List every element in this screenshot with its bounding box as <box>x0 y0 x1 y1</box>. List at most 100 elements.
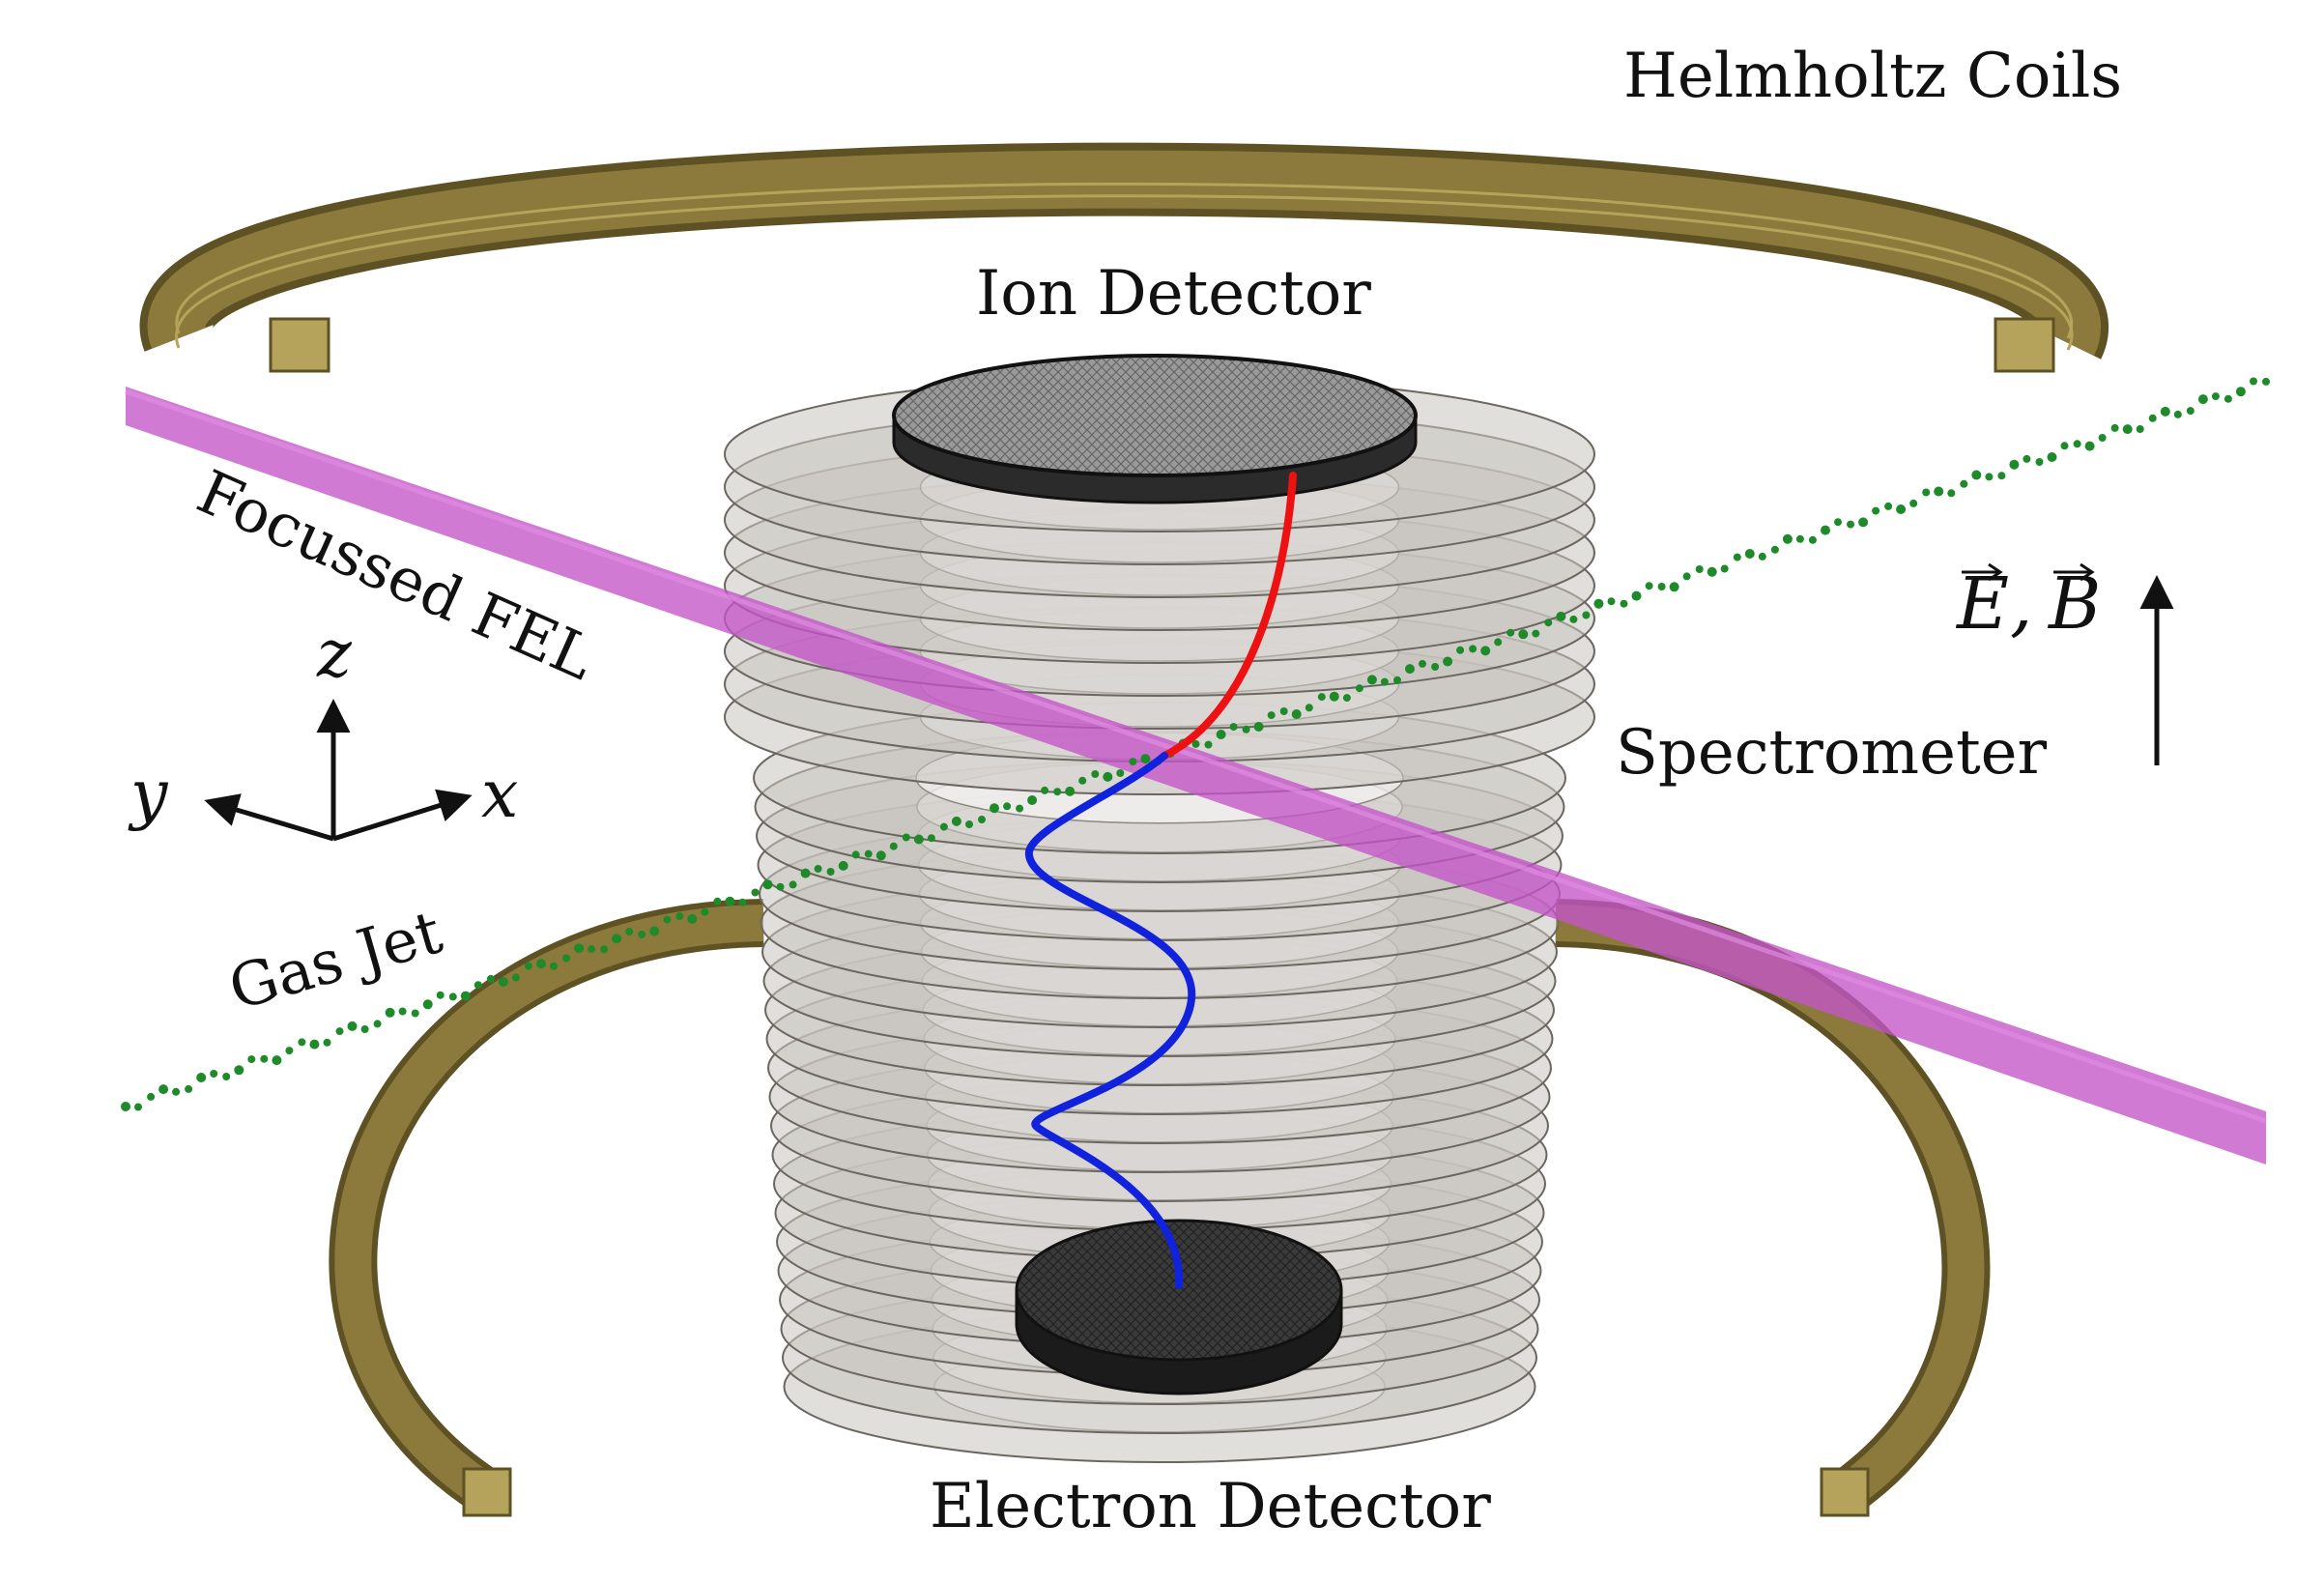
gas-jet-dot <box>1544 618 1553 627</box>
gas-jet-dot <box>600 945 609 954</box>
helmholtz-coils-label: Helmholtz Coils <box>1623 41 2122 112</box>
gas-jet-dot <box>2148 414 2157 422</box>
gas-jet-dot <box>1053 788 1062 796</box>
gas-jet-dot <box>2262 377 2270 386</box>
gas-jet-dot <box>411 1009 419 1018</box>
gas-jet-dot <box>298 1038 306 1047</box>
gas-jet-dot <box>1204 740 1213 749</box>
gas-jet-dot <box>776 882 785 891</box>
gas-jet-dot <box>1808 535 1817 544</box>
gas-jet-dot <box>1997 472 2006 480</box>
gas-jet-dot <box>875 850 886 861</box>
gas-jet-dot <box>1569 615 1578 623</box>
gas-jet-dot <box>1443 656 1453 667</box>
gas-jet-dot <box>789 880 797 889</box>
gas-jet-dot <box>498 977 508 987</box>
gas-jet-dot <box>1657 583 1666 590</box>
gas-jet-dot <box>121 1102 130 1111</box>
gas-jet-dot <box>2023 454 2031 463</box>
spectrometer-plates <box>724 376 1595 1463</box>
gas-jet-dot <box>1620 599 1628 608</box>
x-axis-arrow <box>332 789 473 842</box>
gas-jet-dot <box>2235 387 2246 397</box>
field-sep: , <box>2010 562 2033 646</box>
gas-jet-dot <box>1242 725 1250 733</box>
gas-jet-dot <box>1103 771 1113 782</box>
gas-jet-dot <box>1091 770 1100 778</box>
gas-jet-dot <box>285 1047 294 1055</box>
gas-jet-dot <box>172 1087 181 1096</box>
gas-jet-dot <box>536 959 546 969</box>
axis-z-label: z <box>316 617 353 693</box>
gas-jet-dot <box>889 842 898 850</box>
gas-jet-dot <box>1682 572 1691 581</box>
gas-jet-dot <box>486 974 495 983</box>
gas-jet-dot <box>309 1039 320 1050</box>
gas-jet-dot <box>1003 802 1012 811</box>
gas-jet-dot <box>1985 473 1994 481</box>
gas-jet-dot <box>2035 458 2044 466</box>
gas-jet-dot <box>2160 406 2170 417</box>
gas-jet-dot <box>2122 424 2133 435</box>
gas-jet-dot <box>1279 707 1288 715</box>
gas-jet-dot <box>649 926 660 936</box>
gas-jet-dot <box>134 1103 142 1111</box>
gas-jet-dot <box>1909 499 1918 507</box>
gas-jet-dot <box>2009 459 2020 470</box>
gas-jet-dot <box>1872 506 1880 515</box>
gas-jet-dot <box>1129 758 1137 766</box>
gas-jet-dot <box>1947 489 1956 498</box>
gas-jet-dot <box>1342 694 1351 703</box>
gas-jet-dot <box>951 816 961 826</box>
field-B-label: B <box>2047 562 2101 646</box>
gas-jet-dot <box>1191 739 1200 748</box>
gas-jet-dot <box>347 1021 358 1031</box>
gas-jet-dot <box>1834 518 1842 527</box>
gas-jet-dot <box>1821 525 1830 535</box>
gas-jet-dot <box>448 992 457 1001</box>
gas-jet-dot <box>1065 786 1076 796</box>
gas-jet-dot <box>625 928 634 935</box>
gas-jet <box>121 377 2270 1111</box>
gas-jet-dot <box>1329 691 1339 702</box>
gas-jet-dot <box>663 915 672 924</box>
gas-jet-dot <box>725 896 735 906</box>
field-E-label: E <box>1955 562 2009 646</box>
gas-jet-dot <box>687 913 698 924</box>
gas-jet-dot <box>701 907 709 916</box>
gas-jet-dot <box>978 816 986 823</box>
gas-jet-dot <box>902 833 910 842</box>
gas-jet-dot <box>422 999 433 1010</box>
gas-jet-dot <box>234 1065 244 1076</box>
gas-jet-dot <box>913 834 924 845</box>
axis-x-label: x <box>481 757 518 833</box>
gas-jet-dot <box>272 1055 282 1066</box>
focussed-fel-beam <box>125 387 2267 1165</box>
spectrometer-label: Spectrometer <box>1616 717 2048 789</box>
electron-trajectory <box>1025 752 1196 1289</box>
gas-jet-dot <box>1291 709 1302 719</box>
gas-jet-dot <box>1922 488 1931 497</box>
gas-jet-dot <box>473 981 482 990</box>
gas-jet-dot <box>826 868 835 876</box>
gas-jet-dot <box>1140 754 1151 764</box>
gas-jet-dot <box>1934 486 1944 497</box>
gas-jet-dot <box>965 820 973 828</box>
gas-jet-dot <box>524 962 532 970</box>
gas-jet-dot <box>1782 533 1793 544</box>
gas-jet-dot <box>2060 442 2069 450</box>
gas-jet-dot <box>638 930 646 938</box>
gas-jet-dot <box>1480 646 1491 656</box>
ion-detector <box>892 354 1418 504</box>
gas-jet-dot <box>2211 392 2220 401</box>
gas-jet-dot <box>588 945 596 954</box>
gas-jet-dot <box>1770 545 1779 554</box>
gas-jet-dot <box>762 879 773 890</box>
gas-jet-dot <box>1078 776 1087 785</box>
gas-jet-dot <box>1305 704 1313 712</box>
gas-jet-dot <box>2224 394 2232 403</box>
gas-jet-dot <box>158 1084 169 1095</box>
helmholtz-coil-top <box>140 142 2109 373</box>
gas-jet-dot <box>1229 723 1238 732</box>
y-axis-arrow <box>204 793 334 842</box>
